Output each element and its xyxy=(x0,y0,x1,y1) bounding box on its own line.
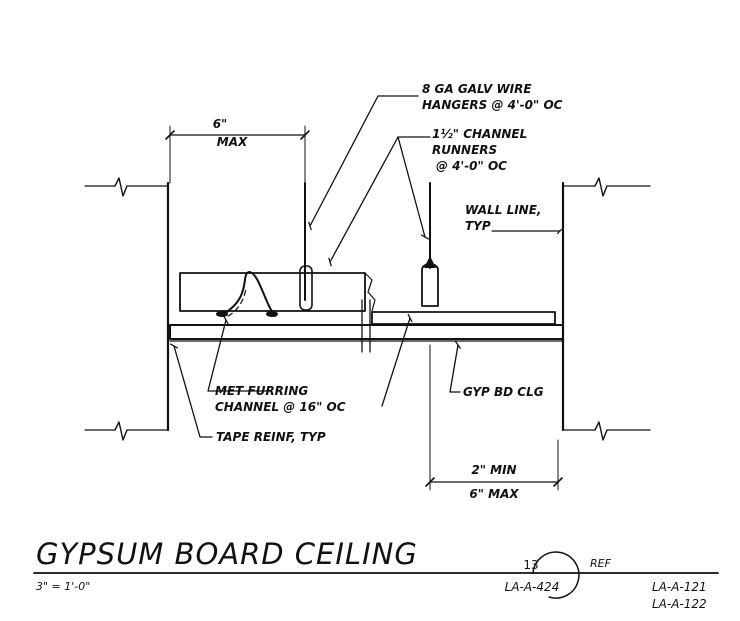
scale-note: 3" = 1'-0" xyxy=(36,580,90,593)
detail-callout: 13 LA-A-424 xyxy=(505,551,580,599)
wire-hanger-right xyxy=(421,182,439,307)
runners-label-line2: RUNNERS xyxy=(432,143,497,157)
dimension-right xyxy=(425,344,563,491)
gypsum-board xyxy=(169,324,564,342)
wall-line-label-line1: WALL LINE, xyxy=(465,203,541,217)
right-wall xyxy=(561,177,651,441)
wall-line-label-line2: TYP xyxy=(465,219,491,233)
furring-channel-profile xyxy=(216,271,278,317)
ref-label: REF xyxy=(590,557,612,570)
drawing-title: GYPSUM BOARD CEILING xyxy=(36,537,418,571)
dim-left-note: MAX xyxy=(217,135,248,149)
left-wall xyxy=(84,177,170,441)
hangers-label-line1: 8 GA GALV WIRE xyxy=(422,82,532,96)
break-line-center xyxy=(361,299,371,353)
furring-channel-section xyxy=(371,311,556,325)
detail-sheet: LA-A-424 xyxy=(505,580,560,594)
ref-sheet-1: LA-A-121 xyxy=(652,580,707,594)
detail-number: 13 xyxy=(523,558,538,572)
wire-hanger-left xyxy=(299,182,313,311)
dim-left-value: 6" xyxy=(213,117,228,131)
runners-label-line3: @ 4'-0" OC xyxy=(436,159,507,173)
tape-reinf-label: TAPE REINF, TYP xyxy=(216,430,326,444)
channel-runner-section xyxy=(179,272,376,312)
leader-lines xyxy=(169,95,564,438)
furring-label-line1: MET FURRING xyxy=(215,384,308,398)
furring-label-line2: CHANNEL @ 16" OC xyxy=(215,400,346,414)
gyp-bd-label: GYP BD CLG xyxy=(463,385,544,399)
dim-right-note: 6" MAX xyxy=(469,487,519,501)
dimension-left xyxy=(165,125,310,184)
runners-label-line1: 1½" CHANNEL xyxy=(432,127,527,141)
dim-right-value: 2" MIN xyxy=(471,463,516,477)
ref-sheet-2: LA-A-122 xyxy=(652,597,707,611)
hangers-label-line2: HANGERS @ 4'-0" OC xyxy=(422,98,563,112)
